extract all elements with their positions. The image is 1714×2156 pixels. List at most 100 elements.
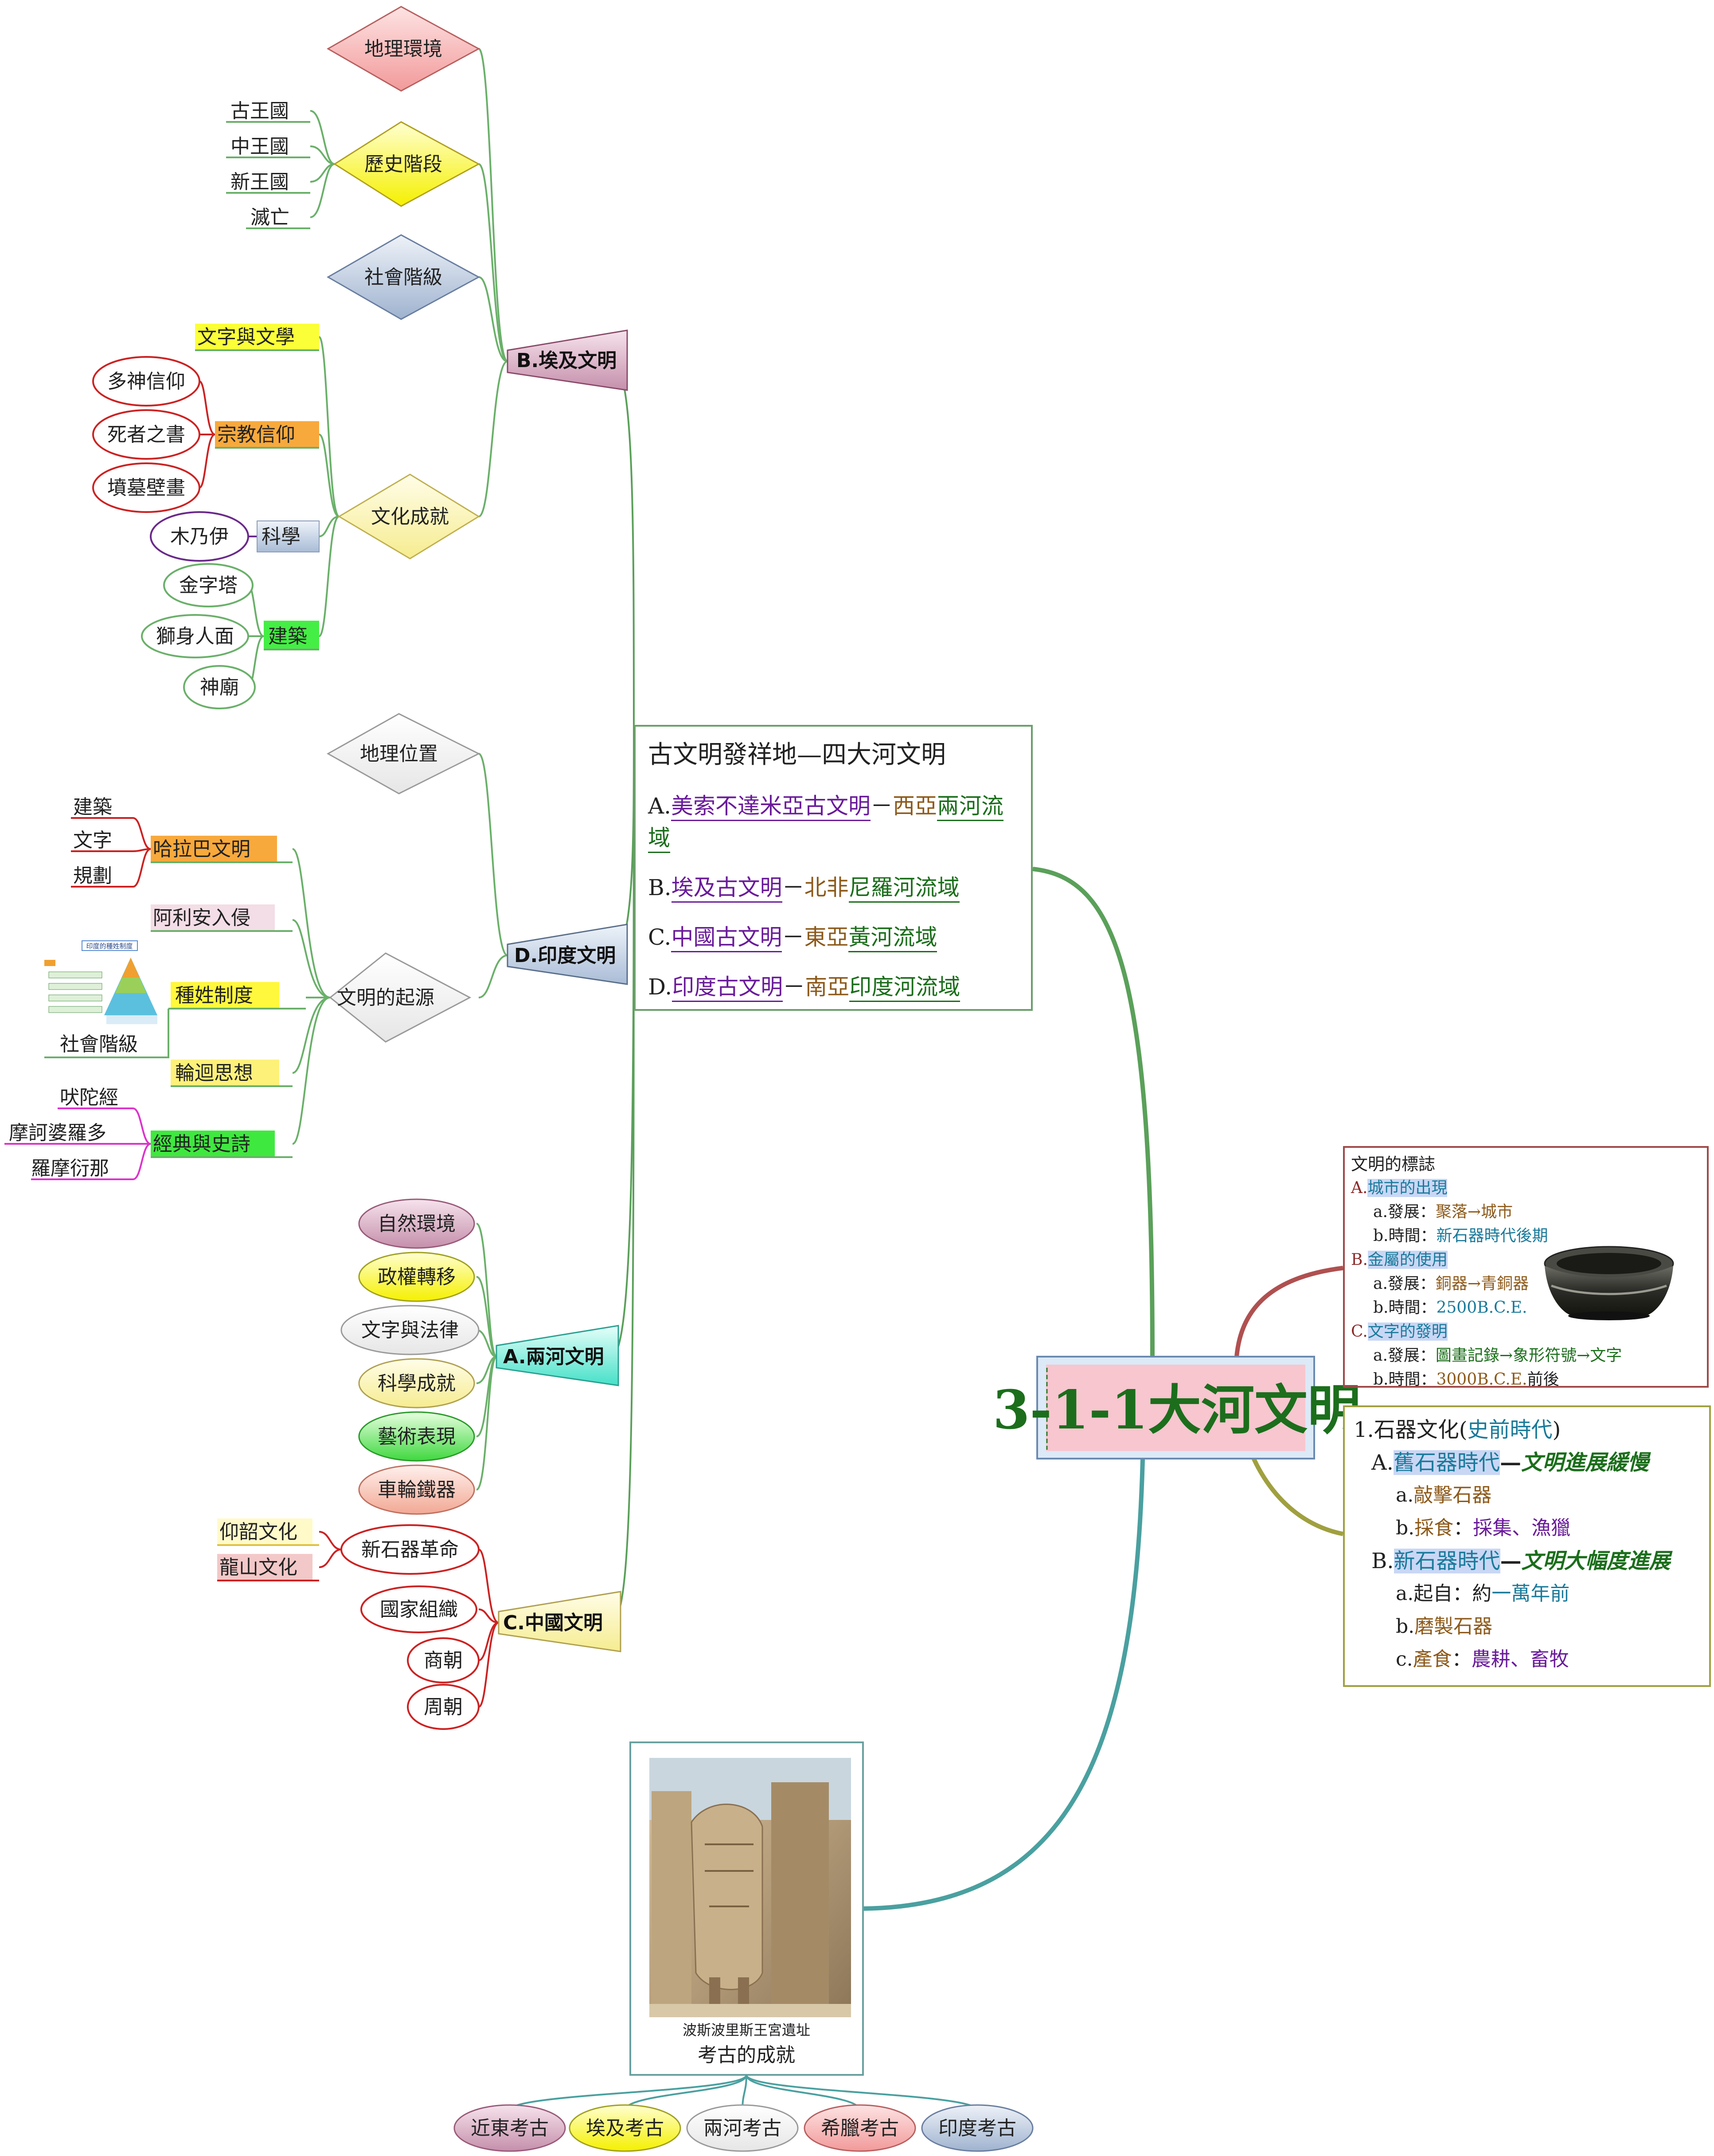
- longshan-node[interactable]: 龍山文化: [217, 1554, 319, 1581]
- religion-tomb-murals-node[interactable]: [92, 462, 200, 513]
- arch-greece-node[interactable]: [804, 2104, 916, 2152]
- arch-meso-node[interactable]: [686, 2104, 799, 2152]
- arch-egypt: 埃及考古: [586, 2117, 664, 2140]
- trunk-lines: [611, 360, 635, 1624]
- arch-neareast-node[interactable]: [453, 2104, 566, 2152]
- egypt-geo-label: 地理環境: [364, 38, 442, 60]
- egypt-history-node[interactable]: 歷史階段: [333, 121, 480, 207]
- arch-pyramid-node[interactable]: [163, 563, 254, 607]
- stone-box: 1.石器文化(史前時代) A.舊石器時代—文明進展緩慢 a.敲擊石器 b.採食：…: [1343, 1405, 1711, 1687]
- central-node[interactable]: 3-1-1大河文明: [993, 1356, 1361, 1460]
- egypt-social-label: 社會階級: [364, 266, 442, 289]
- india-node[interactable]: D.印度文明: [507, 923, 628, 985]
- history-new-kingdom: 新王國: [230, 171, 289, 193]
- markers-b: B.金屬的使用: [1351, 1248, 1701, 1272]
- markers-a1-val: 聚落→城市: [1435, 1203, 1513, 1221]
- longshan-label: 龍山文化: [219, 1556, 297, 1579]
- caste-caption-line: [44, 1009, 169, 1058]
- egypt-geo-node[interactable]: 地理環境: [326, 6, 480, 92]
- zhou-node[interactable]: 周朝: [407, 1684, 480, 1730]
- neolithic-node[interactable]: 新石器革命: [340, 1524, 480, 1575]
- meso-nature-node[interactable]: [358, 1198, 475, 1249]
- branch-summary: [1032, 867, 1155, 1357]
- history-middle-kingdom: 中王國: [230, 135, 289, 158]
- classics-node[interactable]: 經典與史詩: [151, 1131, 293, 1158]
- harappa-writing: 文字: [73, 829, 112, 852]
- meso-items: 自然環境 政權轉移 文字與法律 科學成就 藝術表現 車輪鐵器: [340, 1198, 480, 1515]
- mummy-node[interactable]: 木乃伊: [150, 511, 249, 562]
- arch-egypt-node[interactable]: [569, 2104, 681, 2152]
- egypt-history-items: 古王國 中王國 新王國 滅亡: [226, 100, 310, 229]
- egypt-architecture-node[interactable]: 建築: [264, 621, 319, 650]
- meso-art-node[interactable]: [358, 1411, 475, 1462]
- india-origin-node[interactable]: 文明的起源: [329, 952, 472, 1043]
- harappa-node[interactable]: 哈拉巴文明: [151, 836, 293, 863]
- stone-b3-key: 產食: [1413, 1648, 1452, 1671]
- row-prefix: B.: [648, 875, 672, 900]
- arch-neareast: 近東考古: [471, 2117, 549, 2140]
- egypt-node[interactable]: B.埃及文明: [507, 329, 628, 391]
- arch-sphinx-node[interactable]: [141, 614, 249, 658]
- harappa-architecture: 建築: [73, 796, 112, 818]
- meso-science-node[interactable]: [358, 1358, 475, 1409]
- markers-c-title: 文字的發明: [1367, 1323, 1448, 1341]
- row-dash: －: [783, 974, 805, 1000]
- religion-items: 多神信仰 死者之書 墳墓壁畫: [92, 356, 200, 513]
- arch-temple: 神廟: [200, 676, 239, 699]
- markers-a2-val: 新石器時代後期: [1436, 1227, 1548, 1245]
- china-connectors: [319, 1531, 499, 1708]
- egypt-culture-node[interactable]: 文化成就: [338, 473, 480, 560]
- archaeology-items: 近東考古 埃及考古 兩河考古 希臘考古 印度考古: [453, 2104, 1034, 2152]
- china-node[interactable]: C.中國文明: [498, 1591, 621, 1652]
- meso-wheel-iron-node[interactable]: [358, 1464, 475, 1515]
- india-origin-label: 文明的起源: [337, 986, 434, 1009]
- egypt-science-node[interactable]: 科學: [257, 520, 320, 552]
- row-region: 南亞: [805, 974, 850, 1000]
- shang-node[interactable]: 商朝: [407, 1637, 480, 1683]
- archaeology-card[interactable]: 波斯波里斯王宮遺址 考古的成就: [629, 1741, 864, 2076]
- row-civ: 中國古文明: [671, 924, 782, 952]
- stone-a1: a.敲擊石器: [1354, 1479, 1700, 1512]
- meso-writing-law-node[interactable]: [340, 1305, 480, 1355]
- markers-a1: a.發展：聚落→城市: [1351, 1200, 1701, 1224]
- stone-title-num: 1.石器文化(: [1354, 1417, 1468, 1442]
- stone-b-head: B.: [1371, 1549, 1394, 1573]
- meso-writing-law: 文字與法律: [361, 1319, 459, 1342]
- markers-c1: a.發展：圖畫記錄→象形符號→文字: [1351, 1344, 1701, 1368]
- aryan-node[interactable]: 阿利安入侵: [151, 904, 293, 932]
- egypt-social-node[interactable]: 社會階級: [326, 234, 480, 320]
- reincarnation-node[interactable]: 輪迴思想: [171, 1060, 293, 1087]
- arch-india-node[interactable]: [921, 2104, 1034, 2152]
- china-state-node[interactable]: 國家組織: [360, 1585, 477, 1633]
- egypt-writing-node[interactable]: 文字與文學: [195, 324, 319, 351]
- markers-b1-val: 銅器→青銅器: [1435, 1275, 1529, 1293]
- yangshao-node[interactable]: 仰韶文化: [217, 1518, 319, 1546]
- row-dash: －: [871, 793, 893, 819]
- stone-b2: b.磨製石器: [1354, 1610, 1700, 1643]
- row-dash: －: [782, 924, 804, 950]
- india-geo-node[interactable]: 地理位置: [326, 713, 480, 794]
- meso-node[interactable]: A.兩河文明: [496, 1325, 619, 1386]
- caste-node[interactable]: 種姓制度: [168, 982, 306, 1010]
- stone-b3-colon: ：: [1452, 1648, 1472, 1671]
- religion-polytheism-node[interactable]: [92, 356, 200, 407]
- egypt-architecture-label: 建築: [268, 625, 307, 648]
- row-civ: 埃及古文明: [671, 875, 782, 903]
- markers-c1-val: 圖畫記錄→象形符號→文字: [1435, 1346, 1622, 1365]
- history-old-kingdom: 古王國: [230, 100, 289, 122]
- meso-power-node[interactable]: [358, 1252, 475, 1302]
- stone-b1-pre: 約: [1472, 1582, 1492, 1605]
- arch-temple-node[interactable]: [183, 665, 256, 709]
- harappa-label: 哈拉巴文明: [153, 838, 250, 861]
- stone-title-end: ): [1552, 1417, 1561, 1442]
- classics-mahabharata: 摩訶婆羅多: [9, 1122, 106, 1144]
- stone-a-head: A.: [1371, 1450, 1394, 1475]
- india-label: D.印度文明: [514, 944, 616, 967]
- religion-book-of-dead-node[interactable]: [92, 409, 200, 460]
- row-river: 黃河流域: [848, 924, 937, 952]
- persepolis-photo: [649, 1758, 851, 2017]
- egypt-religion-node[interactable]: 宗教信仰: [215, 421, 319, 449]
- markers-c: C.文字的發明: [1351, 1320, 1701, 1344]
- religion-polytheism: 多神信仰: [107, 370, 185, 393]
- stone-title: 1.石器文化(史前時代): [1354, 1413, 1700, 1446]
